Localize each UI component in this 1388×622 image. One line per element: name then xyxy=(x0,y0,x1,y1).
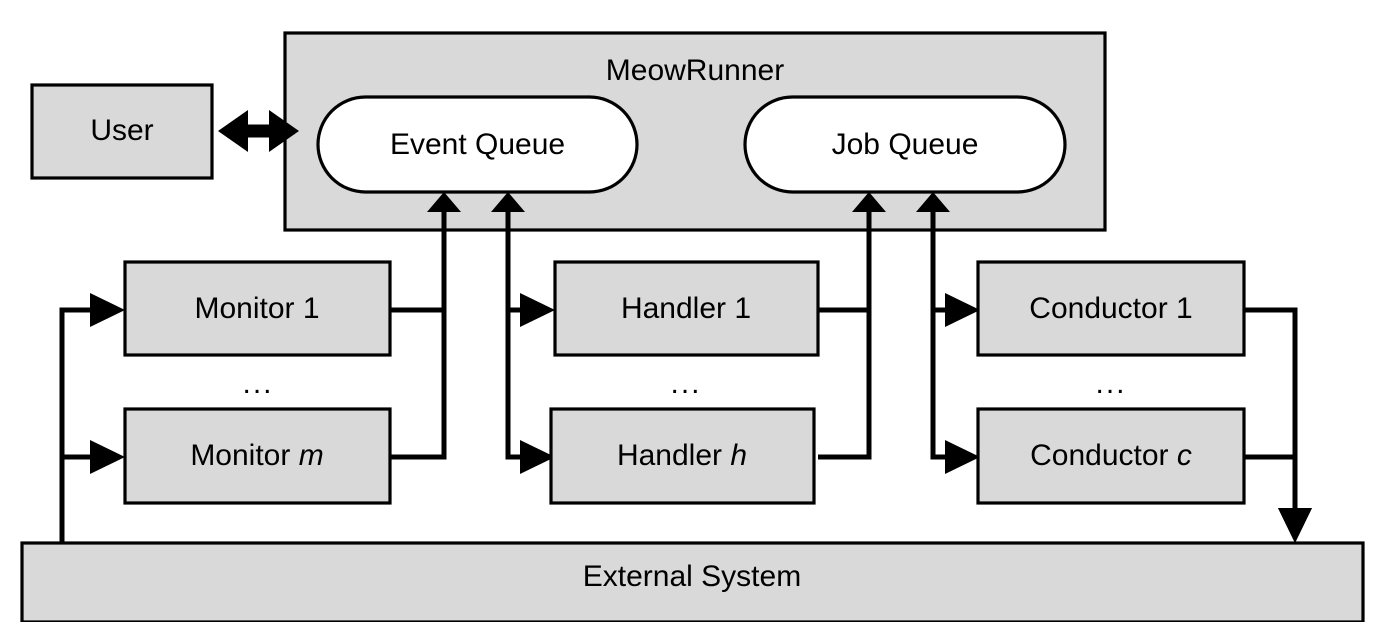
user-node[interactable]: User xyxy=(30,83,214,180)
conductor-ellipsis: ... xyxy=(1095,367,1126,400)
edge-job-queue-to-conductors xyxy=(916,192,980,474)
arrowhead-to-handler-h xyxy=(520,440,555,474)
monitor-ellipsis: ... xyxy=(242,367,273,400)
job-queue-node[interactable]: Job Queue xyxy=(743,95,1067,194)
handler-h-index: h xyxy=(730,439,747,472)
meowrunner-label: MeowRunner xyxy=(606,54,784,87)
handler-h-prefix: Handler xyxy=(617,439,730,472)
monitor-1-label: Monitor 1 xyxy=(194,292,319,325)
conductor-c-index: c xyxy=(1177,439,1192,472)
user-label: User xyxy=(90,114,153,147)
monitor-1-node[interactable]: Monitor 1 xyxy=(123,260,392,357)
conductor-c-node[interactable]: Conductor c xyxy=(976,407,1246,505)
arrowhead-to-monitor-m xyxy=(90,440,125,474)
monitor-m-node[interactable]: Monitor m xyxy=(123,407,392,505)
conductor-1-node[interactable]: Conductor 1 xyxy=(976,260,1246,357)
edge-external-to-monitors xyxy=(59,293,125,543)
arrowhead-to-monitor-1 xyxy=(90,293,125,327)
handler-h-node[interactable]: Handler h xyxy=(549,407,816,505)
monitor-m-index: m xyxy=(299,439,324,472)
edge-event-queue-to-handlers xyxy=(491,192,555,474)
job-queue-label: Job Queue xyxy=(832,128,979,161)
arrowhead-to-conductor-1 xyxy=(945,293,980,327)
event-queue-node[interactable]: Event Queue xyxy=(316,95,639,194)
arrowhead-to-meowrunner xyxy=(269,110,299,152)
conductor-1-label: Conductor 1 xyxy=(1029,292,1192,325)
edge-monitors-to-event-queue xyxy=(390,192,461,460)
external-system-node[interactable]: External System xyxy=(20,541,1365,622)
queue-inbound-arrowheads xyxy=(427,192,950,230)
arrowhead-to-conductor-c xyxy=(945,440,980,474)
conductor-c-prefix: Conductor xyxy=(1030,439,1177,472)
external-system-label: External System xyxy=(583,560,801,593)
edge-handlers-to-job-queue xyxy=(818,192,886,460)
arrowhead-external-inbound xyxy=(1278,508,1312,543)
handler-ellipsis: ... xyxy=(670,367,701,400)
arrowhead-to-handler-1 xyxy=(520,293,555,327)
handler-1-node[interactable]: Handler 1 xyxy=(553,260,820,357)
edge-user-meowrunner xyxy=(218,110,299,152)
conductor-c-label: Conductor c xyxy=(1030,439,1192,472)
arrowhead-to-user xyxy=(218,110,248,152)
handler-1-label: Handler 1 xyxy=(621,292,751,325)
monitor-m-prefix: Monitor xyxy=(190,439,298,472)
monitor-m-label: Monitor m xyxy=(190,439,323,472)
handler-h-label: Handler h xyxy=(617,439,747,472)
event-queue-label: Event Queue xyxy=(390,128,565,161)
